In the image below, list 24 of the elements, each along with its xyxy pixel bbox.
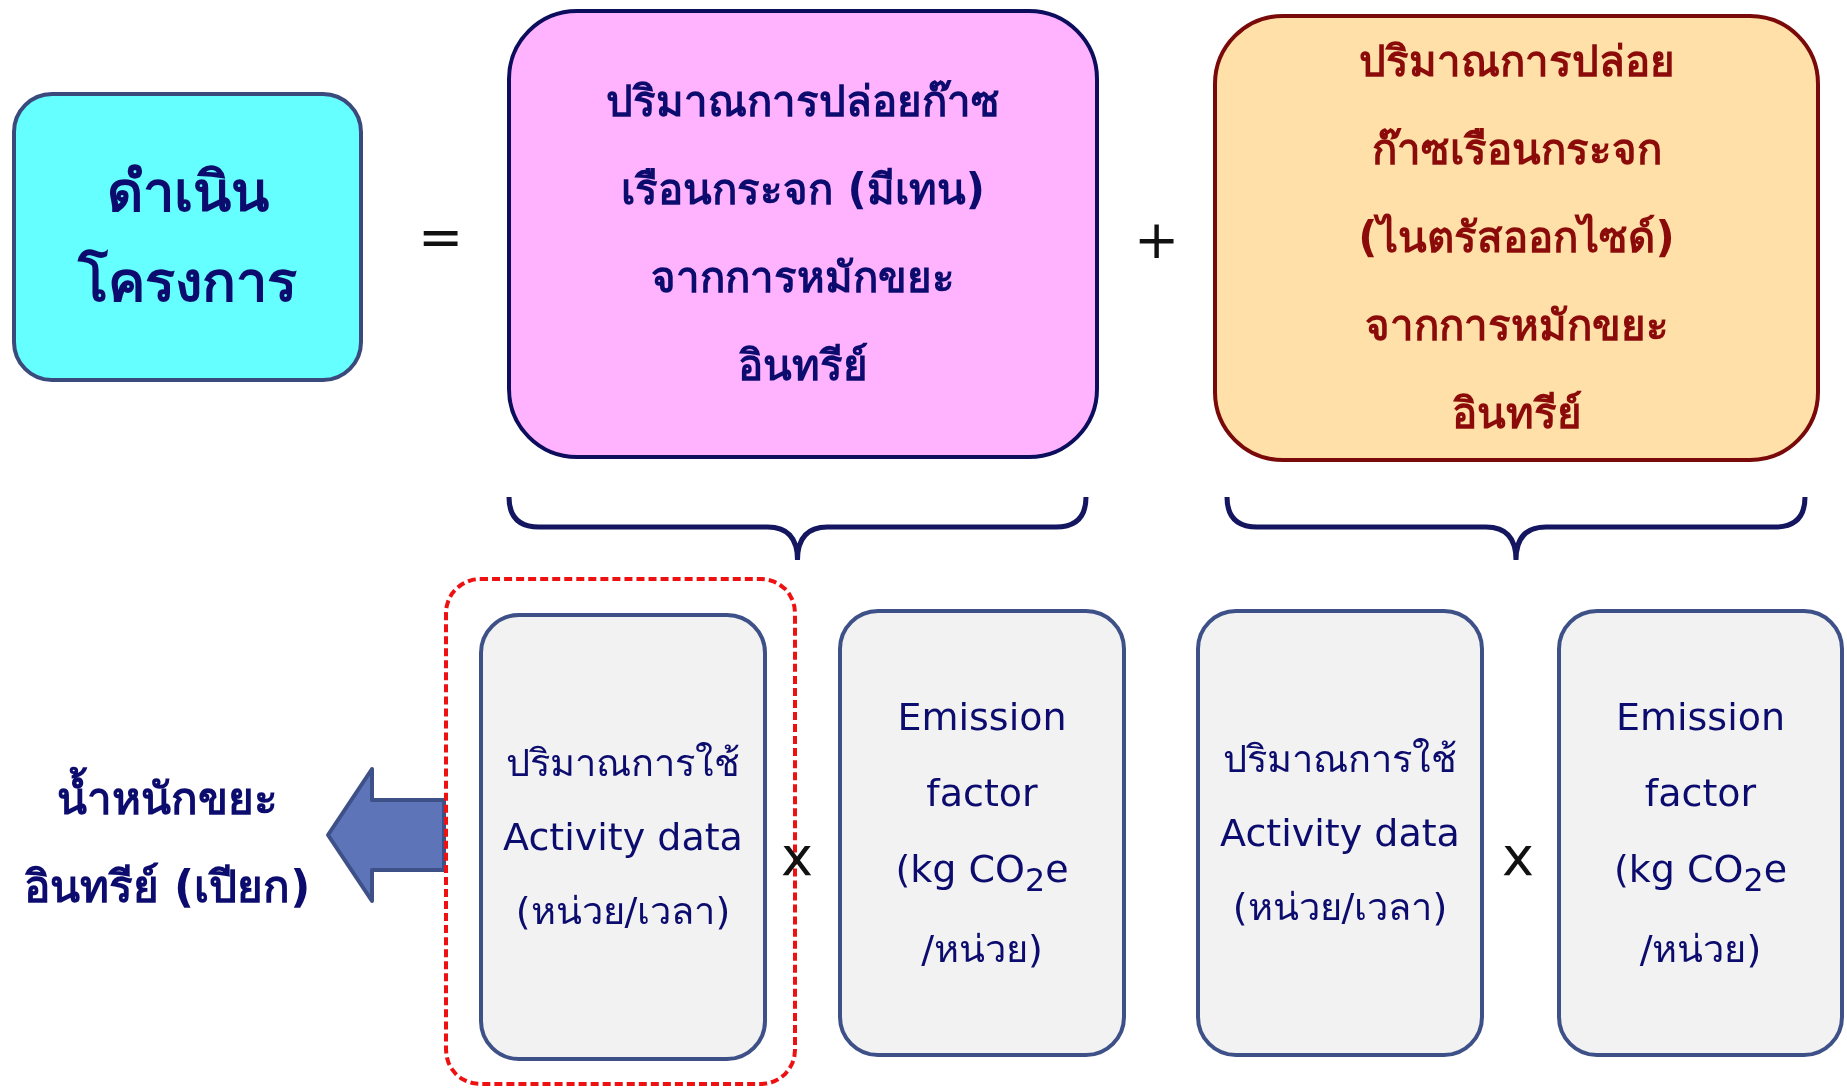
nitrous-oxide-emission-box bbox=[1213, 14, 1820, 462]
node-text: (kg CO$_{2}$e /หน่วย) bbox=[1613, 845, 1788, 974]
node-text: (kg CO$_{2}$e /หน่วย) bbox=[894, 845, 1070, 974]
methane-emission-box bbox=[507, 9, 1099, 459]
node-text: Activity data bbox=[503, 813, 743, 861]
operator-symbol: = bbox=[418, 210, 464, 264]
operator-symbol: + bbox=[1134, 213, 1180, 267]
activity-data-box bbox=[1196, 609, 1484, 1057]
node-text: ปริมาณการปล่อยก๊าซเรือนกระจก (ไนตรัสออกไซด์) จากการหมักขยะอินทรีย์ bbox=[1357, 35, 1676, 441]
project-box bbox=[12, 92, 363, 382]
operator-symbol: x bbox=[1502, 830, 1534, 884]
block-arrow bbox=[326, 767, 446, 903]
emission-factor-box bbox=[838, 609, 1126, 1057]
node-text: น้ำหนักขยะอินทรีย์ (เปียก) bbox=[17, 754, 317, 931]
node-text: (หน่วย/เวลา) bbox=[1232, 884, 1448, 932]
node-text: (หน่วย/เวลา) bbox=[515, 888, 731, 936]
node-text: ปริมาณการใช้ bbox=[506, 739, 740, 787]
emission-factor-box bbox=[1557, 609, 1844, 1057]
node-text: ดำเนินโครงการ bbox=[76, 158, 298, 316]
node-text: ปริมาณการปล่อยก๊าซเรือนกระจก (มีเทน) จากการหมักขยะอินทรีย์ bbox=[605, 75, 1001, 393]
operator-symbol: x bbox=[781, 830, 813, 884]
activity-data-box bbox=[479, 613, 767, 1061]
node-text: ปริมาณการใช้ bbox=[1223, 735, 1457, 783]
node-text: Activity data bbox=[1220, 809, 1460, 857]
